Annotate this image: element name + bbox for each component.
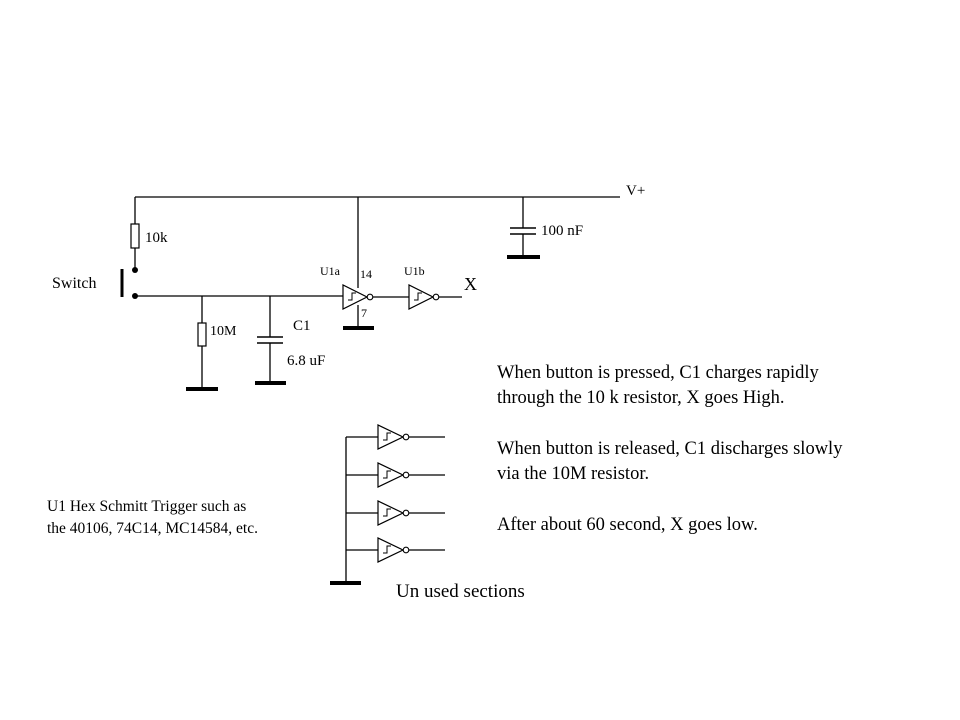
resistor-10k-label: 10k — [145, 230, 168, 246]
bypass-cap-label: 100 nF — [541, 223, 583, 239]
resistor-10m — [197, 322, 207, 347]
description-line-5: After about 60 second, X goes low. — [497, 515, 758, 535]
unused-gate-3 — [346, 500, 445, 526]
c1-name-label: C1 — [293, 318, 311, 334]
switch-label: Switch — [52, 275, 96, 292]
u1a-gate — [342, 284, 369, 310]
u1b-label: U1b — [404, 264, 425, 278]
c1-value-label: 6.8 uF — [287, 353, 325, 369]
u1-note-line-2: the 40106, 74C14, MC14584, etc. — [47, 520, 258, 537]
u1b-hysteresis-symbol — [414, 292, 422, 301]
description-line-4: via the 10M resistor. — [497, 464, 649, 484]
u1a-hysteresis-symbol — [348, 292, 356, 301]
u1-note-line-1: U1 Hex Schmitt Trigger such as — [47, 498, 246, 515]
resistor-10k — [130, 223, 140, 249]
pin14-label: 14 — [360, 267, 372, 281]
unused-gate-4 — [346, 537, 445, 563]
unused-gate-2 — [346, 462, 445, 488]
unused-sections-label: Un used sections — [396, 581, 525, 602]
output-x-label: X — [464, 274, 477, 294]
u1b-gate — [408, 284, 435, 310]
switch-contact-top — [132, 267, 138, 273]
description-line-2: through the 10 k resistor, X goes High. — [497, 388, 785, 408]
unused-gate-1 — [346, 424, 445, 450]
description-line-1: When button is pressed, C1 charges rapid… — [497, 363, 820, 383]
resistor-10m-label: 10M — [210, 324, 237, 339]
vplus-label: V+ — [626, 183, 645, 199]
pin7-label: 7 — [361, 306, 367, 320]
u1a-bubble — [366, 293, 374, 301]
u1a-label: U1a — [320, 264, 341, 278]
u1b-bubble — [432, 293, 440, 301]
description-line-3: When button is released, C1 discharges s… — [497, 439, 843, 459]
